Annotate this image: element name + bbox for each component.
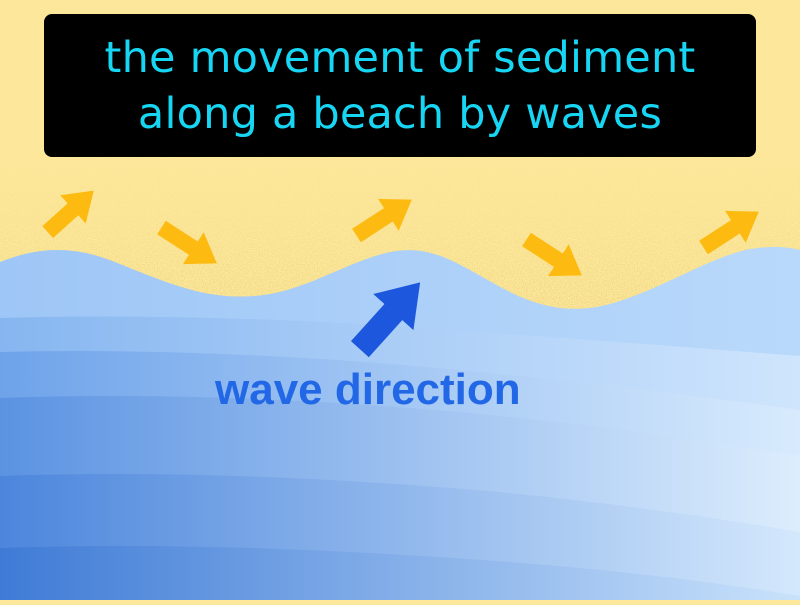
definition-line-1: the movement of sediment [104,32,696,83]
sediment-arrow-up-1 [42,190,94,239]
definition-box: the movement of sediment along a beach b… [44,14,756,157]
sediment-arrow-down-2 [522,232,582,277]
sediment-arrow-up-3 [699,210,759,255]
wave-direction-label: wave direction [215,365,521,414]
sediment-arrow-down-1 [157,220,217,265]
sediment-arrows [42,190,759,277]
water-band-6 [0,545,800,600]
sediment-arrow-up-2 [352,198,412,243]
definition-line-2: along a beach by waves [137,88,663,139]
wave-direction-arrow [350,282,421,358]
